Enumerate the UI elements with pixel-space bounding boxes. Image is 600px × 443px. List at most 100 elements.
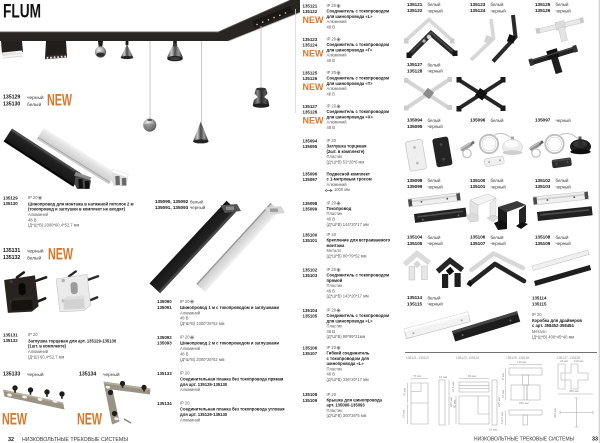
svg-text:135114: 135114 xyxy=(532,296,547,301)
svg-text:(Д*Ш*В) 1000*26*52 мм: (Д*Ш*В) 1000*26*52 мм xyxy=(180,321,225,326)
svg-text:Алюминий: Алюминий xyxy=(327,120,347,125)
svg-text:Коробка для драйверов: Коробка для драйверов xyxy=(532,318,582,323)
svg-text:Пластик: Пластик xyxy=(327,154,343,159)
svg-text:135127: 135127 xyxy=(303,104,318,109)
svg-text:для арт. 135129-135130: для арт. 135129-135130 xyxy=(180,412,228,417)
svg-text:(Д*Ш*В) 143*20*17 мм: (Д*Ш*В) 143*20*17 мм xyxy=(327,294,369,299)
svg-text:1000 мм: 1000 мм xyxy=(334,187,350,192)
svg-text:135094: 135094 xyxy=(303,139,318,144)
svg-text:FLUM: FLUM xyxy=(3,2,41,23)
svg-text:24 мм: 24 мм xyxy=(560,359,568,363)
svg-text:Токопровод: Токопровод xyxy=(327,206,352,211)
svg-text:135114: 135114 xyxy=(407,295,423,300)
svg-text:НИЗКОВОЛЬТНЫЕ ТРЕКОВЫЕ СИСТЕМЫ: НИЗКОВОЛЬТНЫЕ ТРЕКОВЫЕ СИСТЕМЫ xyxy=(474,436,574,442)
svg-text:135124: 135124 xyxy=(303,43,318,48)
svg-text:Металл: Металл xyxy=(327,248,342,253)
svg-text:шинопровода «L»: шинопровода «L» xyxy=(327,361,365,366)
svg-text:54 мм: 54 мм xyxy=(402,410,406,418)
svg-text:135099: 135099 xyxy=(407,184,423,189)
svg-text:для шинопровода «T»: для шинопровода «T» xyxy=(327,81,374,86)
svg-text:135121: 135121 xyxy=(303,4,318,9)
svg-text:Крепление для встраиваемого: Крепление для встраиваемого xyxy=(327,238,391,243)
svg-text:135121, 135122: 135121, 135122 xyxy=(406,356,429,360)
svg-text:для шинопровода «L»: для шинопровода «L» xyxy=(327,14,374,19)
svg-text:Алюминий: Алюминий xyxy=(180,417,200,422)
svg-text:48 В: 48 В xyxy=(180,316,189,321)
svg-text:135115: 135115 xyxy=(407,301,423,306)
svg-text:135105: 135105 xyxy=(303,314,318,319)
svg-text:135123: 135123 xyxy=(470,2,486,7)
svg-text:225 мм: 225 мм xyxy=(519,401,529,405)
svg-text:33: 33 xyxy=(592,436,598,442)
svg-text:225 мм: 225 мм xyxy=(497,397,501,407)
svg-text:черный: черный xyxy=(190,205,206,210)
svg-text:(Д*Ш*В) 80*79*52 мм: (Д*Ш*В) 80*79*52 мм xyxy=(327,253,367,258)
svg-text:(2шт. в комплекте): (2шт. в комплекте) xyxy=(327,149,366,154)
svg-text:112,5 мм: 112,5 мм xyxy=(500,412,504,424)
svg-text:Алюминий: Алюминий xyxy=(180,310,200,315)
svg-text:350 мм: 350 мм xyxy=(553,408,557,418)
svg-text:Пластик: Пластик xyxy=(327,324,343,329)
svg-text:черный: черный xyxy=(428,184,444,189)
svg-text:Алюминий: Алюминий xyxy=(180,346,200,351)
svg-text:черный: черный xyxy=(428,302,444,307)
svg-text:135105: 135105 xyxy=(407,241,423,246)
svg-text:НИЗКОВОЛЬТНЫЕ ТРЕКОВЫЕ СИСТЕМЫ: НИЗКОВОЛЬТНЫЕ ТРЕКОВЫЕ СИСТЕМЫ xyxy=(22,437,128,443)
svg-text:48 В: 48 В xyxy=(327,372,336,377)
svg-text:135128: 135128 xyxy=(303,110,318,115)
svg-text:135099: 135099 xyxy=(303,207,318,212)
svg-text:IP 20: IP 20 xyxy=(327,308,337,313)
svg-text:монтажа: монтажа xyxy=(327,243,346,248)
svg-text:белый: белый xyxy=(428,2,441,7)
svg-text:(Д*Ш) 60,4*52,7 мм: (Д*Ш) 60,4*52,7 мм xyxy=(28,354,64,359)
svg-text:48 В: 48 В xyxy=(180,352,189,357)
svg-text:IP 20: IP 20 xyxy=(327,232,337,237)
svg-text:135096: 135096 xyxy=(470,118,486,123)
svg-text:135102: 135102 xyxy=(535,178,551,183)
svg-text:135130: 135130 xyxy=(3,201,18,206)
svg-text:Алюминий: Алюминий xyxy=(327,182,347,187)
svg-text:48 В: 48 В xyxy=(327,125,336,130)
svg-text:135131: 135131 xyxy=(3,248,20,254)
svg-text:48 В: 48 В xyxy=(327,288,336,293)
svg-text:80 мм: 80 мм xyxy=(453,400,457,408)
svg-text:16 мм: 16 мм xyxy=(489,427,497,431)
svg-text:для шинопровода «L»: для шинопровода «L» xyxy=(327,318,374,323)
svg-text:(Д*Ш*В) 2000*26*52 мм: (Д*Ш*В) 2000*26*52 мм xyxy=(180,357,225,362)
svg-text:Заглушка торцевая: Заглушка торцевая xyxy=(327,144,367,149)
svg-text:135126: 135126 xyxy=(303,76,318,81)
svg-text:белый: белый xyxy=(556,178,569,183)
svg-text:Алюминий: Алюминий xyxy=(327,53,347,58)
svg-text:Пластик: Пластик xyxy=(327,211,343,216)
svg-text:26,5 мм: 26,5 мм xyxy=(451,382,455,392)
svg-text:135098: 135098 xyxy=(303,201,318,206)
svg-text:135097: 135097 xyxy=(535,118,551,123)
svg-text:47 мм: 47 мм xyxy=(501,373,505,381)
svg-text:IP 20: IP 20 xyxy=(180,299,190,304)
svg-text:IP 20: IP 20 xyxy=(28,195,38,200)
svg-text:белый: белый xyxy=(491,235,504,240)
svg-text:черный: черный xyxy=(428,124,444,129)
svg-text:Алюминий: Алюминий xyxy=(180,387,200,392)
svg-text:135095: 135095 xyxy=(303,144,318,149)
svg-text:110 мм: 110 мм xyxy=(517,360,526,364)
svg-text:350 мм: 350 мм xyxy=(569,389,579,393)
svg-text:Шинопровод 2 м с токопроводом: Шинопровод 2 м с токопроводом и заглушка… xyxy=(180,341,280,346)
svg-text:54 мм: 54 мм xyxy=(501,390,505,398)
svg-text:NEW: NEW xyxy=(77,411,102,429)
svg-text:135091, 135093: 135091, 135093 xyxy=(155,205,189,210)
svg-text:черный: черный xyxy=(491,241,507,246)
svg-text:IP 20: IP 20 xyxy=(180,401,190,406)
svg-text:Соединитель с токопроводом: Соединитель с токопроводом xyxy=(327,313,390,318)
svg-text:для арт. 135129-135130: для арт. 135129-135130 xyxy=(180,382,228,387)
svg-text:NEW: NEW xyxy=(303,49,325,60)
svg-text:Пластик: Пластик xyxy=(327,366,343,371)
svg-text:NEW: NEW xyxy=(303,15,325,26)
svg-text:IP 20: IP 20 xyxy=(327,267,337,272)
svg-text:белый: белый xyxy=(491,2,504,7)
svg-text:135107: 135107 xyxy=(303,351,318,356)
svg-text:135125: 135125 xyxy=(535,2,551,7)
svg-text:белый: белый xyxy=(428,62,441,67)
svg-text:черный: черный xyxy=(556,241,572,246)
svg-text:черный: черный xyxy=(491,8,507,13)
